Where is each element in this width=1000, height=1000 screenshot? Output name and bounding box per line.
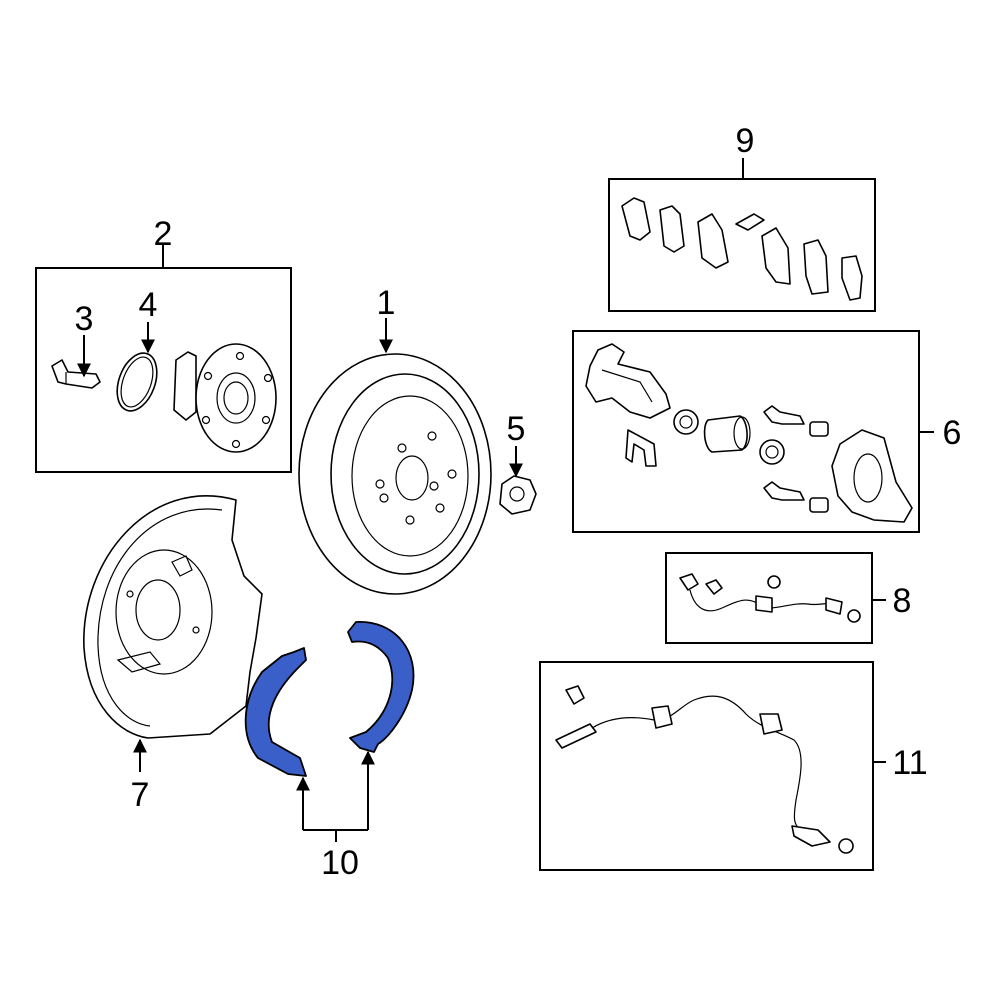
parking-brake-shoe-right[interactable] — [347, 621, 415, 753]
callout-10[interactable]: 10 — [321, 844, 359, 882]
wheel-stud[interactable] — [51, 359, 101, 389]
callout-5[interactable]: 5 — [507, 410, 526, 448]
wheel-speed-sensor-group[interactable]: 11 — [539, 661, 928, 871]
hub-bearing[interactable] — [173, 343, 277, 453]
callout-1[interactable]: 1 — [377, 284, 396, 322]
pad-set-box — [608, 178, 876, 312]
callout-2[interactable]: 2 — [154, 215, 173, 253]
pad-set-group[interactable]: 9 — [608, 122, 876, 312]
abs-tone-ring[interactable] — [110, 348, 164, 417]
hub-nut[interactable] — [499, 475, 537, 515]
parking-cable-sensor-group[interactable]: 8 — [665, 552, 912, 644]
callout-3[interactable]: 3 — [75, 300, 94, 338]
sensor-box-8 — [665, 552, 873, 644]
callout-9[interactable]: 9 — [736, 122, 755, 160]
callout-8[interactable]: 8 — [893, 582, 912, 620]
callout-6[interactable]: 6 — [943, 414, 962, 452]
caliper-group[interactable]: 6 — [572, 330, 962, 533]
brake-rotor[interactable] — [298, 353, 492, 595]
callout-11[interactable]: 11 — [892, 744, 927, 782]
callout-4[interactable]: 4 — [139, 286, 158, 324]
callout-7[interactable]: 7 — [131, 776, 150, 814]
hub-assembly-group[interactable]: 2 3 4 — [35, 215, 292, 473]
backing-plate[interactable] — [83, 495, 263, 739]
sensor-box-11 — [539, 661, 874, 871]
parking-brake-shoe-left[interactable] — [244, 647, 307, 777]
